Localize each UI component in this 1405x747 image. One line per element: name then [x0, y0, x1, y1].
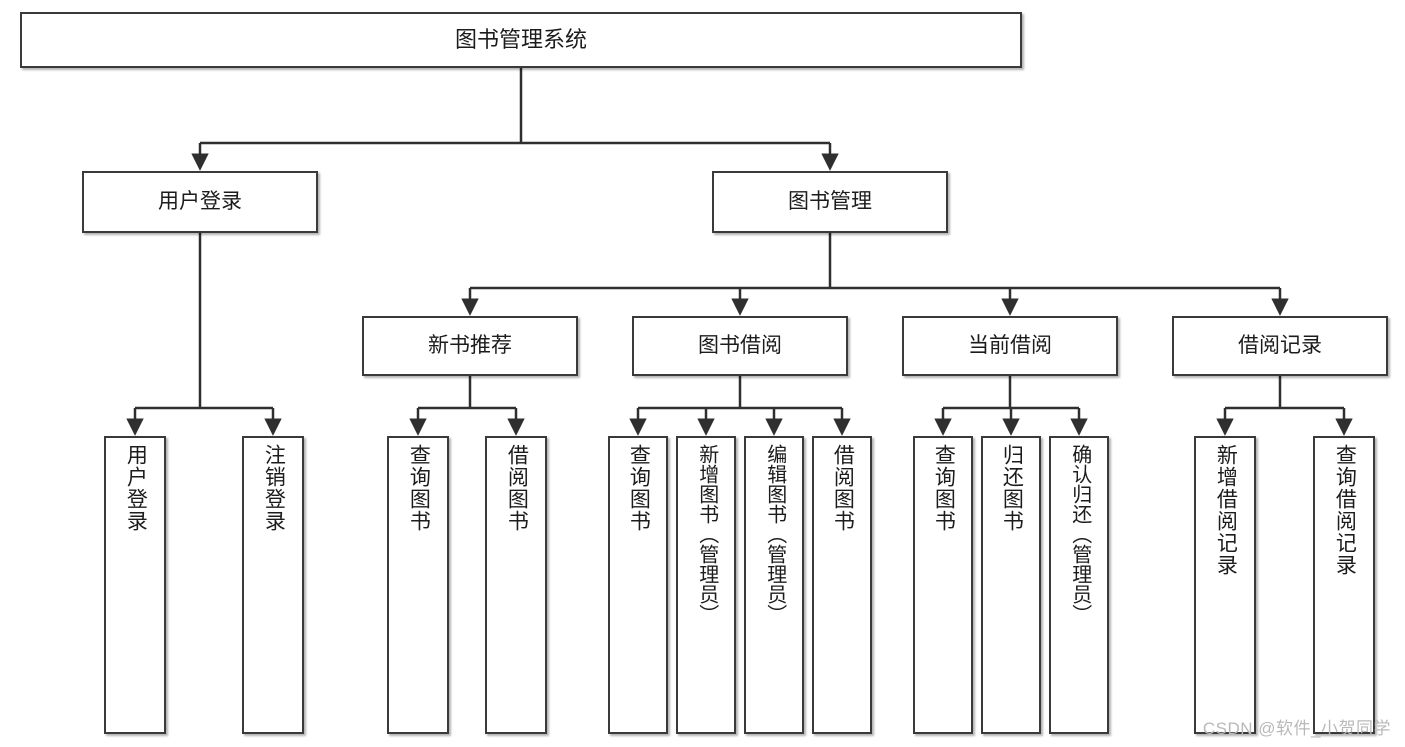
node-leaf-borrow-book-2[interactable]: 借阅图书 [812, 436, 872, 734]
node-label-leaf-add-borrow-record: 新增借阅记录 [1214, 444, 1238, 576]
edge-group [126, 68, 1353, 436]
node-label-leaf-borrow-book-2: 借阅图书 [831, 444, 855, 532]
node-leaf-add-book-admin[interactable]: 新增图书（管理员） [676, 436, 736, 734]
node-leaf-confirm-return-admin[interactable]: 确认归还（管理员） [1049, 436, 1109, 734]
node-label-borrow-record: 借阅记录 [1238, 333, 1322, 357]
node-label-leaf-return-book: 归还图书 [1000, 444, 1024, 532]
node-leaf-logout-login[interactable]: 注销登录 [242, 436, 304, 734]
node-book-management[interactable]: 图书管理 [712, 171, 948, 233]
node-label-leaf-user-login: 用户登录 [124, 444, 148, 532]
node-label-leaf-confirm-return-admin: 确认归还（管理员） [1068, 444, 1091, 624]
node-label-leaf-query-book-2: 查询图书 [627, 444, 651, 532]
node-leaf-query-borrow-record[interactable]: 查询借阅记录 [1313, 436, 1375, 734]
node-label-book-borrow: 图书借阅 [698, 333, 782, 357]
node-leaf-return-book[interactable]: 归还图书 [981, 436, 1041, 734]
node-leaf-borrow-book-1[interactable]: 借阅图书 [485, 436, 547, 734]
node-label-leaf-query-borrow-record: 查询借阅记录 [1333, 444, 1357, 576]
node-new-book-recommend[interactable]: 新书推荐 [362, 316, 578, 376]
node-label-current-borrow: 当前借阅 [968, 333, 1052, 357]
node-borrow-record[interactable]: 借阅记录 [1172, 316, 1388, 376]
node-leaf-user-login[interactable]: 用户登录 [104, 436, 166, 734]
node-leaf-query-book-2[interactable]: 查询图书 [608, 436, 668, 734]
node-leaf-edit-book-admin[interactable]: 编辑图书（管理员） [744, 436, 804, 734]
node-root[interactable]: 图书管理系统 [20, 12, 1022, 68]
node-leaf-query-book-3[interactable]: 查询图书 [913, 436, 973, 734]
node-user-login[interactable]: 用户登录 [82, 171, 318, 233]
node-leaf-query-book-1[interactable]: 查询图书 [387, 436, 449, 734]
node-label-book-management: 图书管理 [788, 189, 872, 213]
node-label-leaf-edit-book-admin: 编辑图书（管理员） [763, 444, 786, 624]
node-book-borrow[interactable]: 图书借阅 [632, 316, 848, 376]
node-label-leaf-query-book-3: 查询图书 [932, 444, 956, 532]
node-label-root: 图书管理系统 [454, 27, 587, 53]
node-current-borrow[interactable]: 当前借阅 [902, 316, 1118, 376]
node-label-leaf-query-book-1: 查询图书 [407, 444, 431, 532]
node-label-user-login: 用户登录 [158, 189, 242, 213]
node-leaf-add-borrow-record[interactable]: 新增借阅记录 [1194, 436, 1256, 734]
node-label-new-book-recommend: 新书推荐 [428, 333, 512, 357]
node-label-leaf-logout-login: 注销登录 [262, 444, 286, 532]
node-label-leaf-add-book-admin: 新增图书（管理员） [695, 444, 718, 624]
node-label-leaf-borrow-book-1: 借阅图书 [505, 444, 529, 532]
